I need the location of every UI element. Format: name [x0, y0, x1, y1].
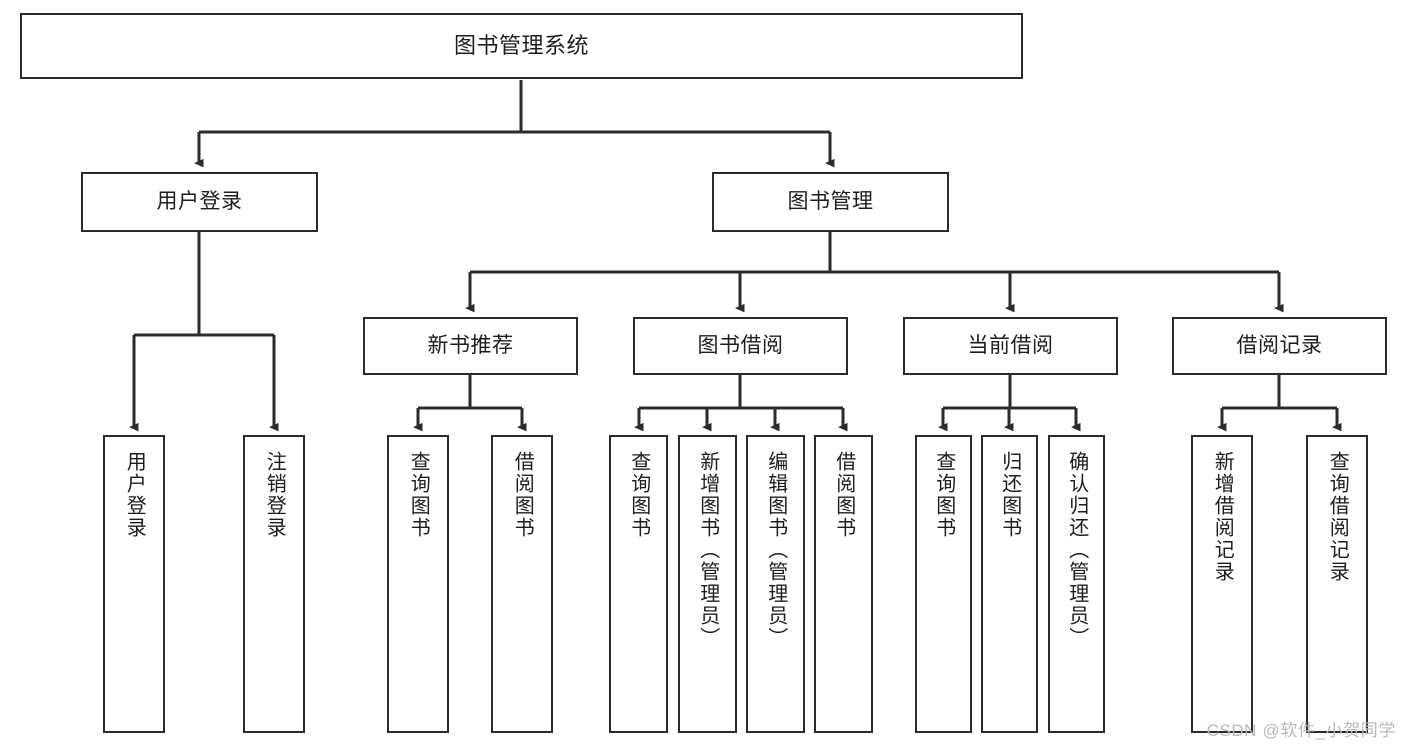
node-label: 图书借阅 [697, 333, 784, 357]
node-label: 图书管理 [787, 189, 874, 213]
node-book-borrow[interactable]: 图书借阅 [633, 317, 848, 375]
node-label: 用户登录 [156, 189, 243, 213]
connector-borrow-to-leaves [634, 375, 848, 432]
connector-userlogin-to-leaves [129, 232, 279, 432]
node-user-login[interactable]: 用户登录 [81, 172, 318, 232]
connector-record-to-leaves [1217, 375, 1342, 432]
node-label: 借阅图书 [511, 451, 534, 539]
node-label: 查询图书 [627, 451, 650, 539]
node-root-system[interactable]: 图书管理系统 [20, 13, 1023, 79]
leaf-current-confirm-return[interactable]: 确认归还（管理员） [1048, 435, 1105, 733]
node-label: 归还图书 [998, 451, 1021, 539]
node-label: 新书推荐 [427, 333, 514, 357]
leaf-user-login[interactable]: 用户登录 [103, 435, 165, 733]
node-label: 查询借阅记录 [1326, 451, 1349, 583]
node-label: 查询图书 [407, 451, 430, 539]
node-borrow-record[interactable]: 借阅记录 [1172, 317, 1387, 375]
node-new-book-recommend[interactable]: 新书推荐 [363, 317, 578, 375]
node-label: 查询图书 [932, 451, 955, 539]
leaf-recommend-query-book[interactable]: 查询图书 [387, 435, 449, 733]
leaf-logout[interactable]: 注销登录 [243, 435, 305, 733]
connector-current-to-leaves [938, 375, 1081, 432]
node-label: 用户登录 [123, 451, 146, 539]
leaf-record-add[interactable]: 新增借阅记录 [1191, 435, 1253, 733]
connector-bookmgmt-to-level3 [465, 232, 1284, 313]
leaf-current-return-book[interactable]: 归还图书 [981, 435, 1038, 733]
node-label: 新增借阅记录 [1211, 451, 1234, 583]
node-label: 当前借阅 [967, 333, 1054, 357]
node-current-borrow[interactable]: 当前借阅 [903, 317, 1118, 375]
leaf-borrow-add-book[interactable]: 新增图书（管理员） [678, 435, 737, 733]
connector-newbook-to-leaves [413, 375, 527, 432]
leaf-record-query[interactable]: 查询借阅记录 [1306, 435, 1368, 733]
node-label: 借阅图书 [832, 451, 855, 539]
node-label: 编辑图书（管理员） [764, 451, 787, 649]
node-book-management[interactable]: 图书管理 [712, 172, 949, 232]
leaf-borrow-query-book[interactable]: 查询图书 [609, 435, 668, 733]
leaf-current-query-book[interactable]: 查询图书 [915, 435, 972, 733]
leaf-borrow-edit-book[interactable]: 编辑图书（管理员） [746, 435, 805, 733]
connector-root-to-level2 [194, 80, 835, 168]
node-label: 借阅记录 [1236, 333, 1323, 357]
node-label: 图书管理系统 [453, 33, 589, 59]
node-label: 注销登录 [263, 451, 286, 539]
node-label: 新增图书（管理员） [696, 451, 719, 649]
node-label: 确认归还（管理员） [1065, 451, 1088, 649]
leaf-recommend-borrow-book[interactable]: 借阅图书 [491, 435, 553, 733]
leaf-borrow-borrow-book[interactable]: 借阅图书 [814, 435, 873, 733]
